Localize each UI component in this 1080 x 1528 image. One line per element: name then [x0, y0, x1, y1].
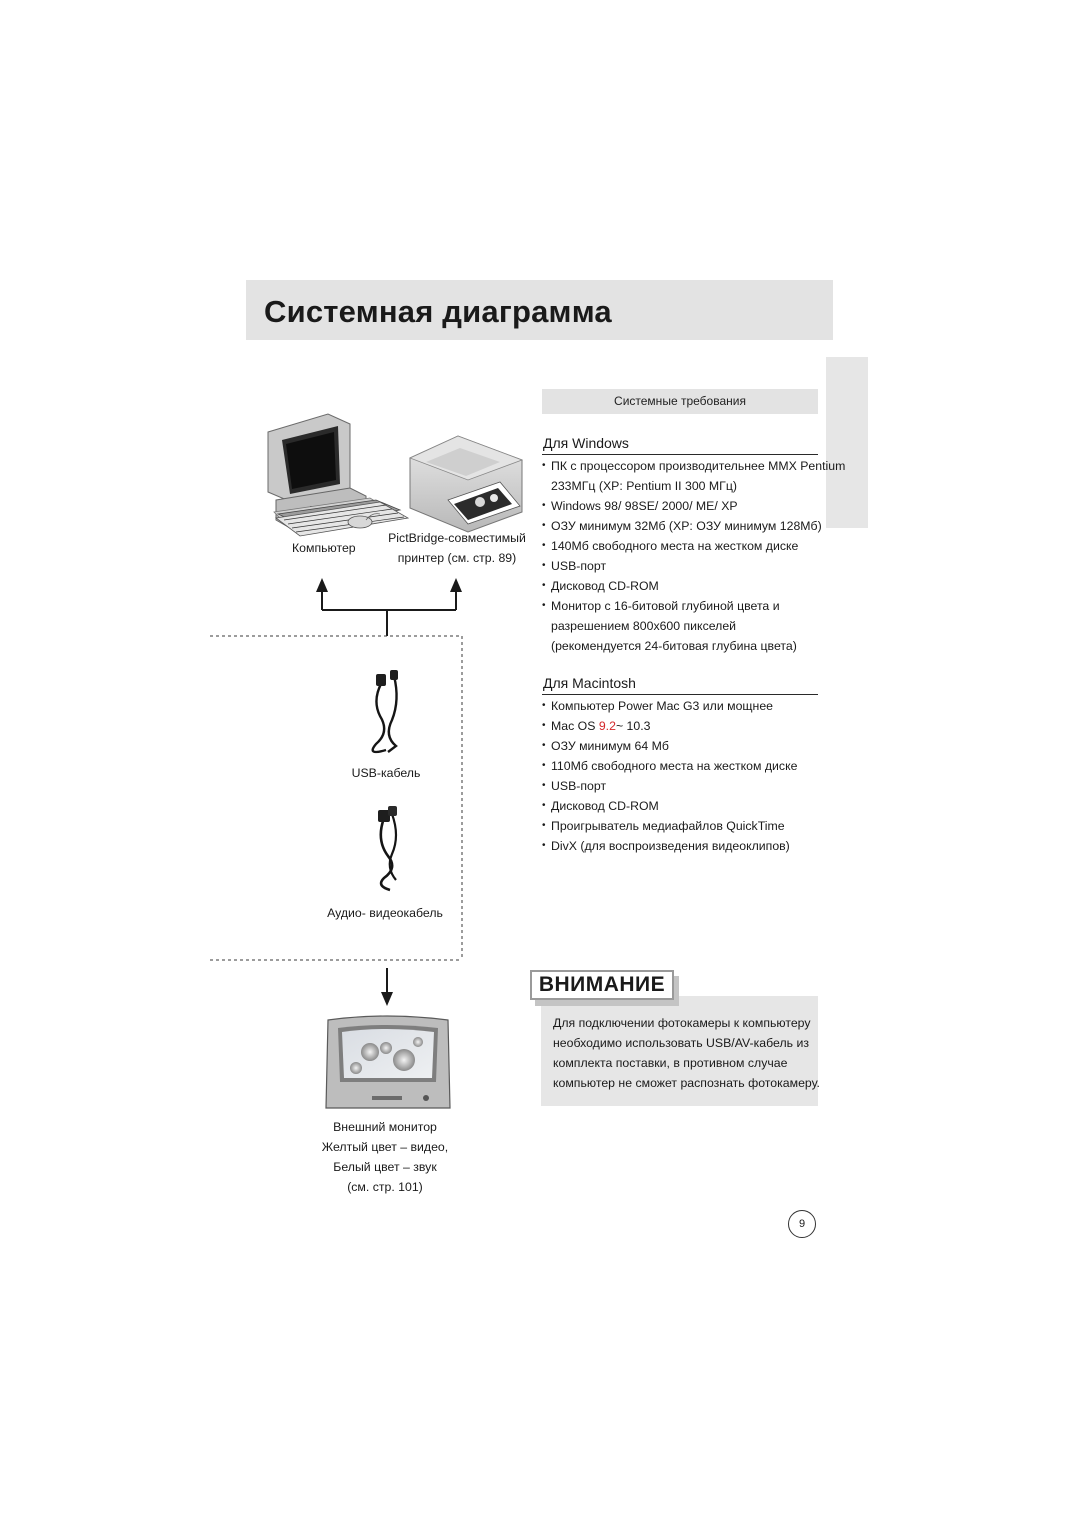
caution-title-box: [530, 970, 674, 1000]
macos-version-highlight: 9.2: [598, 719, 616, 733]
list-item: DivX (для воспроизведения видеоклипов): [542, 836, 827, 856]
list-item: USB-порт: [542, 556, 827, 576]
list-item: Дисковод CD-ROM: [542, 796, 827, 816]
printer-label-line1: PictBridge-совместимый: [388, 531, 526, 545]
list-item-macos: Mac OS 9.2~ 10.3: [542, 716, 827, 736]
macos-suffix: ~ 10.3: [615, 719, 651, 733]
av-cable-label: Аудио- видеокабель: [327, 906, 443, 920]
windows-section-rule: [542, 454, 818, 455]
mac-section-title: Для Macintosh: [543, 675, 636, 691]
monitor-label-line3: Белый цвет – звук: [333, 1160, 437, 1174]
printer-image: [408, 435, 524, 533]
caution-panel: [541, 996, 818, 1106]
macos-prefix: Mac OS: [551, 719, 599, 733]
list-item: ОЗУ минимум 64 Мб: [542, 736, 827, 756]
list-item: разрешением 800x600 пикселей: [551, 619, 737, 633]
usb-cable-label: USB-кабель: [351, 766, 421, 780]
list-item: Монитор с 16-битовой глубиной цвета и: [542, 596, 827, 616]
monitor-label-line1: Внешний монитор: [333, 1120, 437, 1134]
connection-lines: [321, 590, 457, 636]
arrow-up-computer: [316, 578, 328, 592]
requirements-header: Системные требования: [542, 389, 818, 414]
caution-title: ВНИМАНИЕ: [538, 973, 666, 996]
windows-section-title: Для Windows: [543, 435, 629, 451]
caution-line: комплекта поставки, в противном случае: [553, 1056, 788, 1070]
caution-line: Для подключении фотокамеры к компьютеру: [553, 1016, 811, 1030]
list-item: USB-порт: [542, 776, 827, 796]
page-number: 9: [788, 1210, 816, 1238]
caution-line: компьютер не сможет распознать фотокамер…: [553, 1076, 820, 1090]
usb-cable-image: [371, 670, 398, 754]
printer-label-line2: принтер (см. стр. 89): [397, 551, 517, 565]
list-item: 110Мб свободного места на жестком диске: [542, 756, 827, 776]
cable-bracket: [210, 635, 463, 961]
mac-section-rule: [542, 694, 818, 695]
title-bar: [246, 280, 833, 340]
caution-text: Для подключении фотокамеры к компьютеру …: [553, 1013, 820, 1093]
list-item: 140Мб свободного места на жестком диске: [542, 536, 827, 556]
list-item: (рекомендуется 24-битовая глубина цвета): [551, 639, 797, 653]
list-item: Проигрыватель медиафайлов QuickTime: [542, 816, 827, 836]
list-item: Дисковод CD-ROM: [542, 576, 827, 596]
page-title: Системная диаграмма: [264, 294, 612, 329]
computer-label: Компьютер: [292, 541, 356, 555]
side-tab: [826, 357, 868, 528]
mac-requirements-list: Компьютер Power Mac G3 или мощнее Mac OS…: [542, 696, 827, 856]
list-item: ПК с процессором производительнее MMX Pe…: [542, 456, 845, 476]
monitor-label-line2: Желтый цвет – видео,: [321, 1140, 449, 1154]
list-item: 233МГц (XP: Pentium II 300 МГц): [551, 479, 737, 493]
arrow-up-printer: [450, 578, 462, 592]
computer-image: [267, 413, 410, 537]
monitor-image: [325, 1015, 451, 1109]
caution-line: необходимо использовать USB/AV-кабель из: [553, 1036, 809, 1050]
list-item: Компьютер Power Mac G3 или мощнее: [542, 696, 827, 716]
monitor-label-line4: (см. стр. 101): [347, 1180, 423, 1194]
av-cable-image: [378, 806, 398, 892]
arrow-down-monitor: [381, 992, 393, 1006]
list-item: ОЗУ минимум 32Мб (XP: ОЗУ минимум 128Мб): [542, 516, 827, 536]
system-diagram: [210, 413, 524, 1109]
windows-requirements-list: ПК с процессором производительнее MMX Pe…: [542, 456, 845, 656]
list-item: Windows 98/ 98SE/ 2000/ ME/ XP: [542, 496, 827, 516]
